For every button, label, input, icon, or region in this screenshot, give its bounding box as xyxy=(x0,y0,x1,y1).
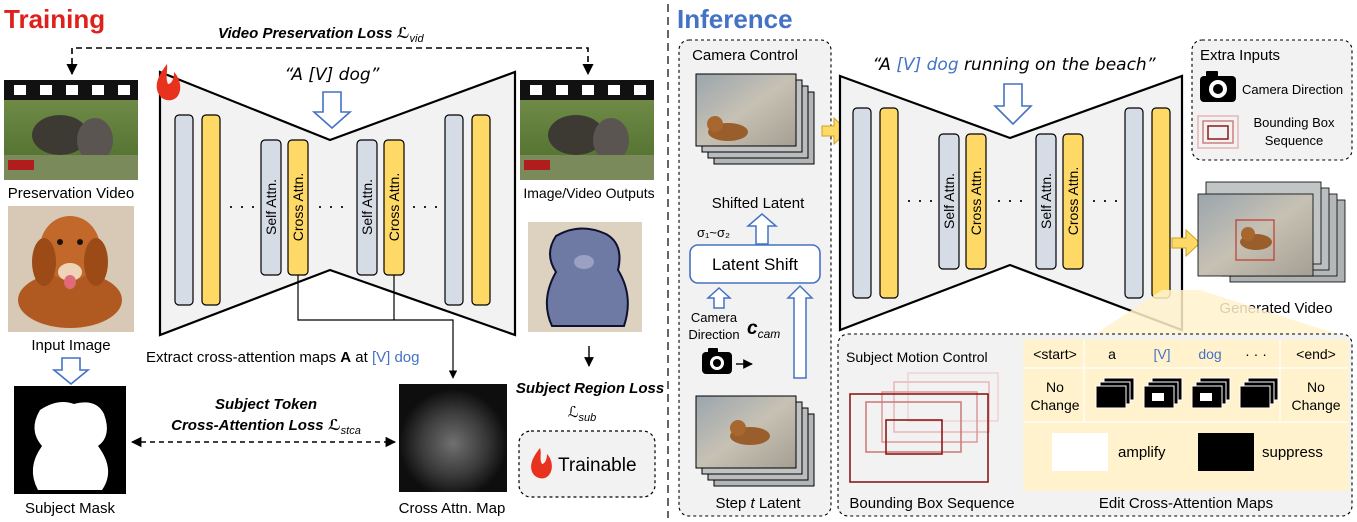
inference-prompt: “A [V] dog running on the beach” xyxy=(872,55,1155,75)
token-end: <end> xyxy=(1296,346,1336,362)
trainable-legend xyxy=(518,430,656,498)
amplify-label: amplify xyxy=(1118,444,1166,461)
inf-dots-1: · · · xyxy=(906,190,934,210)
unet-to-output-arrow xyxy=(1171,228,1201,258)
train-cross-attn-2: Cross Attn. xyxy=(386,173,402,241)
cross-attn-map-label: Cross Attn. Map xyxy=(399,500,506,517)
step-latent-stack xyxy=(695,395,815,487)
extra-inputs-label: Extra Inputs xyxy=(1200,47,1280,64)
subject-region-loss-symbol: ℒsub xyxy=(568,404,597,424)
training-prompt: “A [V] dog” xyxy=(285,65,380,85)
inf-cross-attn-2: Cross Attn. xyxy=(1065,167,1081,235)
bbox-sequence xyxy=(849,372,999,483)
extraction-lines xyxy=(297,275,458,379)
no-change-left-2: Change xyxy=(1030,397,1079,413)
token-start: <start> xyxy=(1033,346,1077,362)
flame-icon xyxy=(156,64,181,101)
camera-direction-icon xyxy=(1200,71,1236,102)
inference-prompt-arrow xyxy=(993,83,1033,126)
sigma-label: σ₁~σ₂ xyxy=(697,225,730,240)
train-self-attn-2: Self Attn. xyxy=(359,179,375,235)
camera-direction-label: Camera Direction xyxy=(1242,82,1343,97)
c-cam-label: ccam xyxy=(747,318,780,341)
trainable-label: Trainable xyxy=(558,455,637,476)
suppress-label: suppress xyxy=(1262,444,1323,461)
training-unet xyxy=(158,70,517,337)
train-dots-1: · · · xyxy=(228,196,256,216)
suppress-swatch xyxy=(1198,433,1254,471)
inf-self-attn-2: Self Attn. xyxy=(1038,173,1054,229)
subject-motion-control-label: Subject Motion Control xyxy=(846,349,988,365)
image-video-outputs xyxy=(520,80,654,180)
cross-attn-map xyxy=(399,384,507,492)
no-change-right-1: No xyxy=(1307,379,1325,395)
outputs-label: Image/Video Outputs xyxy=(523,185,654,201)
attn-map-token-dog xyxy=(1191,377,1231,409)
train-dots-3: · · · xyxy=(411,196,439,216)
preservation-video-label: Preservation Video xyxy=(8,185,134,202)
training-title: Training xyxy=(4,4,105,34)
generated-video xyxy=(1197,181,1346,283)
extract-caption: Extract cross-attention maps A at [V] do… xyxy=(146,349,420,366)
bbox-line1: Bounding Box xyxy=(1254,115,1335,130)
no-change-right-2: Change xyxy=(1291,397,1340,413)
subject-region-loss-label: Subject Region Loss xyxy=(516,380,664,397)
attn-map-token-dots xyxy=(1239,377,1279,409)
shifted-latent-stack xyxy=(695,73,815,165)
input-to-mask-arrow xyxy=(51,357,91,386)
stca-line2: Cross-Attention Loss ℒstca xyxy=(171,417,361,437)
video-preservation-loss-connector xyxy=(66,47,594,76)
camera-label: Camera xyxy=(691,310,738,325)
camera-control-label: Camera Control xyxy=(692,47,798,64)
inference-title: Inference xyxy=(677,4,793,34)
training-prompt-arrow xyxy=(311,91,353,130)
shifted-latent-label: Shifted Latent xyxy=(712,195,805,212)
latent-up-arrow xyxy=(786,284,814,379)
direction-label: Direction xyxy=(688,327,739,342)
subject-mask xyxy=(14,386,126,494)
latent-shift-label: Latent Shift xyxy=(712,255,798,274)
attn-map-token-v xyxy=(1143,377,1183,409)
zoom-highlight xyxy=(1094,290,1340,335)
inf-dots-2: · · · xyxy=(996,190,1024,210)
inf-dots-3: · · · xyxy=(1091,190,1119,210)
input-image xyxy=(8,206,134,332)
train-self-attn-1: Self Attn. xyxy=(263,179,279,235)
preservation-video xyxy=(4,80,138,180)
no-change-left-1: No xyxy=(1046,379,1064,395)
bounding-box-icon xyxy=(1197,115,1239,149)
token-a: a xyxy=(1108,346,1116,362)
inf-self-attn-1: Self Attn. xyxy=(941,173,957,229)
input-image-label: Input Image xyxy=(31,337,110,354)
train-cross-attn-1: Cross Attn. xyxy=(290,173,306,241)
edit-maps-label: Edit Cross-Attention Maps xyxy=(1099,495,1273,512)
subject-mask-label: Subject Mask xyxy=(25,500,116,517)
token-row xyxy=(1024,340,1348,423)
extra-inputs-panel xyxy=(1191,39,1353,161)
latent-shift-box xyxy=(689,244,821,284)
amplify-swatch xyxy=(1052,433,1108,471)
stca-line1: Subject Token xyxy=(215,396,317,413)
bbox-line2: Sequence xyxy=(1265,133,1324,148)
token-dog: dog xyxy=(1198,346,1221,362)
flame-icon xyxy=(531,448,552,479)
camera-up-arrow xyxy=(706,286,732,309)
bbox-sequence-label: Bounding Box Sequence xyxy=(849,495,1014,512)
inference-unet xyxy=(838,74,1184,332)
attn-map-token-a xyxy=(1095,377,1135,409)
shift-up-arrow xyxy=(745,213,779,245)
token-dots: · · · xyxy=(1245,346,1267,362)
train-dots-2: · · · xyxy=(317,196,345,216)
inf-cross-attn-1: Cross Attn. xyxy=(968,167,984,235)
camera-icon xyxy=(702,348,753,374)
video-preservation-loss-label: Video Preservation Loss ℒvid xyxy=(218,25,424,45)
step-latent-label: Step t Latent xyxy=(715,495,801,512)
token-v: [V] xyxy=(1153,346,1170,362)
output-subject-region xyxy=(528,222,642,332)
